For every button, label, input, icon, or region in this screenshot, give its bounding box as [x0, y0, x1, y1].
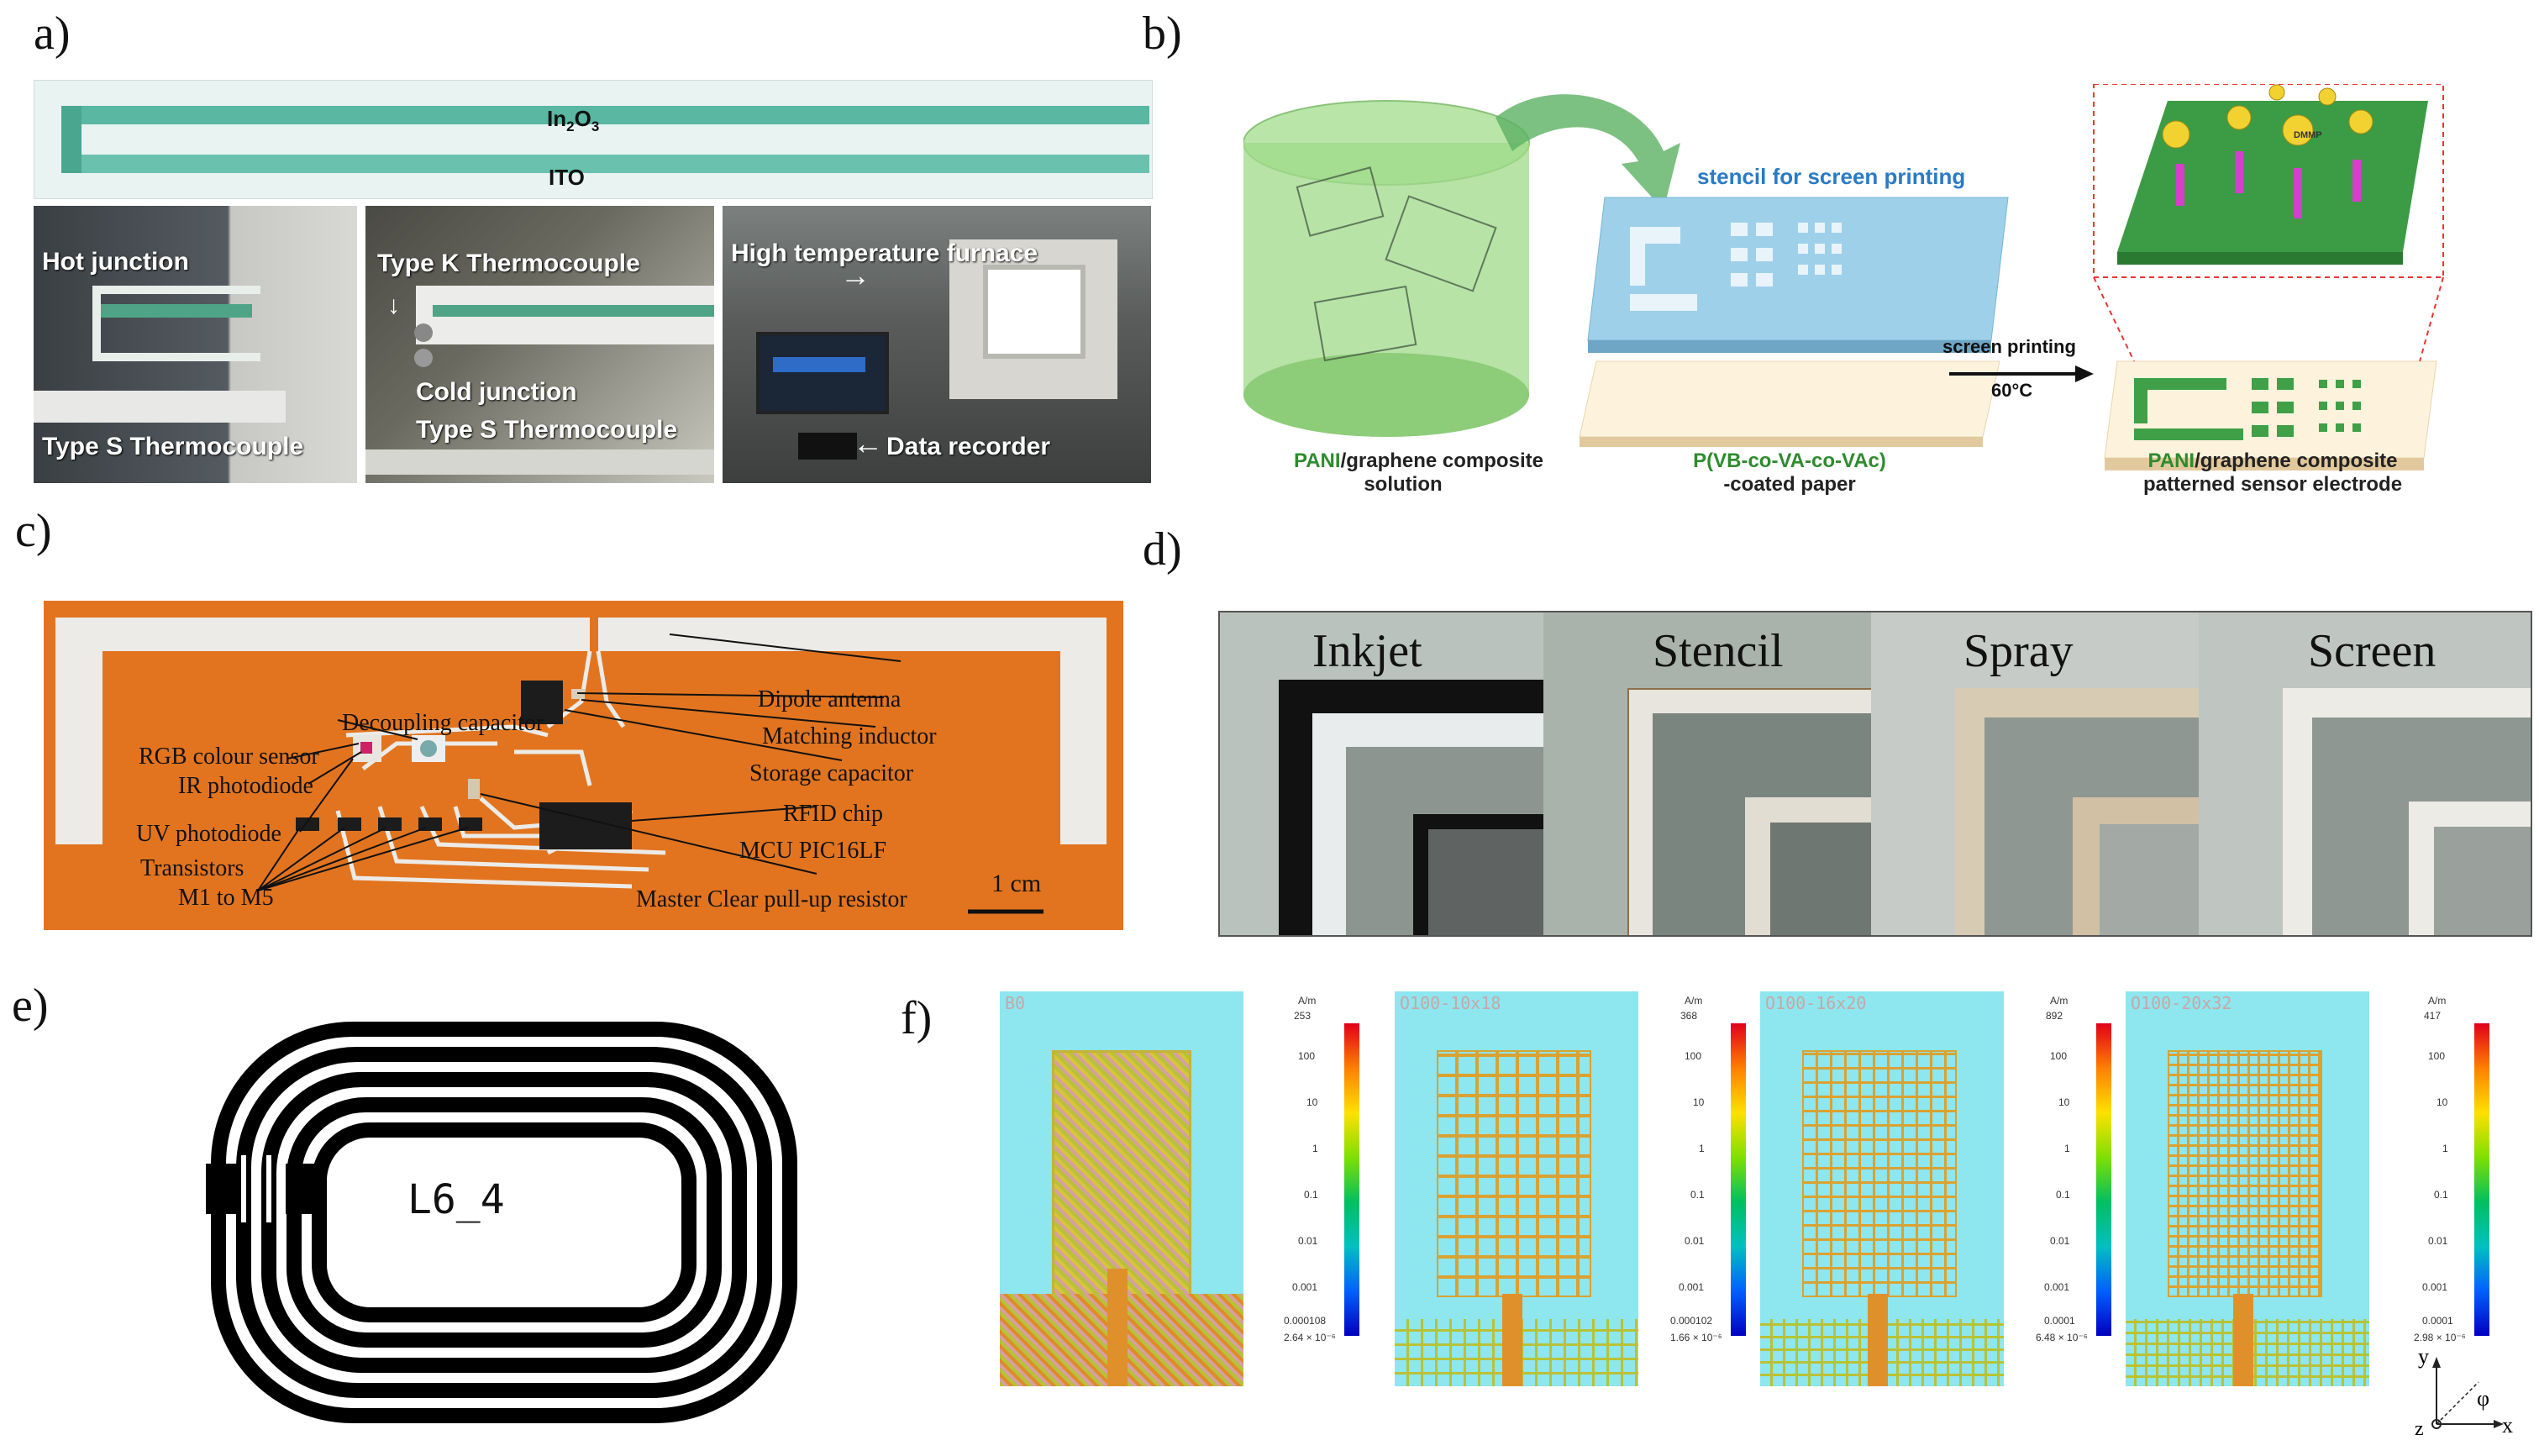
axis-y-label: y [2418, 1344, 2429, 1369]
arrow-down-icon: ↓ [387, 292, 400, 319]
decoupling-capacitor-label: Decoupling capacitor [342, 710, 544, 736]
panel-label-d: d) [1143, 523, 1182, 576]
hot-junction-label: Hot junction [42, 248, 189, 276]
panel-label-c: c) [15, 505, 52, 557]
field-tag-b0: B0 [1005, 993, 1026, 1013]
print-tile-spray: Spray [1871, 612, 2199, 935]
field-panel-b0: B0 [1000, 991, 1243, 1386]
print-tile-inkjet: Inkjet [1220, 612, 1543, 935]
stencil-label: stencil for screen printing [1697, 164, 1966, 189]
arrow-left-icon: ← [853, 426, 883, 460]
screen-printing-schematic [1243, 83, 2444, 470]
field-tag-o100-10x18: O100-10x18 [1400, 993, 1501, 1013]
rfid-sensor-circuit [55, 618, 1107, 914]
field-tag-o100-16x20: O100-16x20 [1765, 993, 1867, 1013]
hot-junction-photo: Hot junction Type S Thermocouple [34, 206, 357, 483]
panel-e: L6_4 [193, 1004, 815, 1441]
panel-c: RGB colour sensor Decoupling capacitor I… [44, 601, 1123, 930]
type-s-label-2: Type S Thermocouple [416, 416, 678, 444]
transistors-label: Transistors [140, 855, 244, 881]
in2o3-label: In2O3 [547, 106, 600, 135]
print-tile-screen: Screen [2199, 612, 2531, 935]
panel-d: Inkjet Stencil Spray Screen [1218, 611, 2532, 937]
paper-caption: P(VB-co-VA-co-VAc)-coated paper [1693, 449, 1886, 496]
coil-label: L6_4 [407, 1176, 505, 1223]
type-k-label: Type K Thermocouple [377, 250, 640, 277]
print-tile-stencil: Stencil [1543, 612, 1871, 935]
furnace-label: High temperature furnace [731, 239, 1038, 267]
rfid-chip-label: RFID chip [783, 801, 883, 827]
panel-label-b: b) [1143, 8, 1182, 60]
type-s-label-1: Type S Thermocouple [42, 433, 304, 460]
ir-photodiode-label: IR photodiode [178, 773, 313, 799]
panel-f: B0 O100-10x18 O100-16x20 O100-20x32 A/m … [1000, 991, 2529, 1445]
screen-label: Screen [2308, 625, 2436, 677]
spray-label: Spray [1963, 625, 2074, 677]
storage-capacitor-label: Storage capacitor [749, 760, 914, 786]
master-clear-label: Master Clear pull-up resistor [636, 886, 907, 912]
panel-label-e: e) [12, 980, 49, 1032]
m1-m5-label: M1 to M5 [178, 885, 274, 911]
sensor-strip-photo: In2O3 ITO [34, 80, 1153, 199]
data-recorder-label: Data recorder [886, 433, 1051, 460]
field-panel-o100-16x20: O100-16x20 [1760, 991, 2004, 1386]
screen-printing-label: screen printing [1942, 336, 2076, 357]
panel-label-f: f) [901, 992, 933, 1044]
inkjet-label: Inkjet [1312, 625, 1422, 677]
arrow-right-icon: → [840, 258, 870, 292]
cold-junction-photo: Type K Thermocouple Cold junction Type S… [365, 206, 714, 483]
cold-junction-label: Cold junction [416, 378, 577, 406]
axis-phi-label: φ [2477, 1386, 2490, 1411]
ito-label: ITO [549, 165, 585, 190]
panel-a: In2O3 ITO Hot junction Type S Thermocoup… [34, 80, 1153, 487]
temperature-label: 60°C [1991, 380, 2033, 401]
field-panel-o100-10x18: O100-10x18 [1395, 991, 1638, 1386]
rgb-sensor-label: RGB colour sensor [139, 744, 319, 770]
panel-label-a: a) [34, 8, 71, 60]
scale-bar-label: 1 cm [991, 870, 1042, 897]
field-tag-o100-20x32: O100-20x32 [2131, 993, 2232, 1013]
field-panel-o100-20x32: O100-20x32 [2126, 991, 2369, 1386]
axis-x-label: x [2502, 1413, 2513, 1438]
stencil-tile-label: Stencil [1653, 625, 1784, 677]
axis-z-label: z [2415, 1418, 2424, 1440]
furnace-photo: High temperature furnace → ← Data record… [723, 206, 1151, 483]
uv-photodiode-label: UV photodiode [136, 821, 281, 847]
panel-b: stencil for screen printing screen print… [1243, 83, 2445, 504]
axes-triad-icon [2431, 1357, 2504, 1429]
coil-inductor [206, 1022, 797, 1423]
dipole-antenna-label: Dipole antenna [758, 686, 902, 712]
mcu-label: MCU PIC16LF [739, 838, 887, 864]
matching-inductor-label: Matching inductor [762, 723, 937, 749]
gas-molecule-label: DMMP [2294, 130, 2322, 140]
axes-triad: y x z φ [2411, 1344, 2521, 1445]
